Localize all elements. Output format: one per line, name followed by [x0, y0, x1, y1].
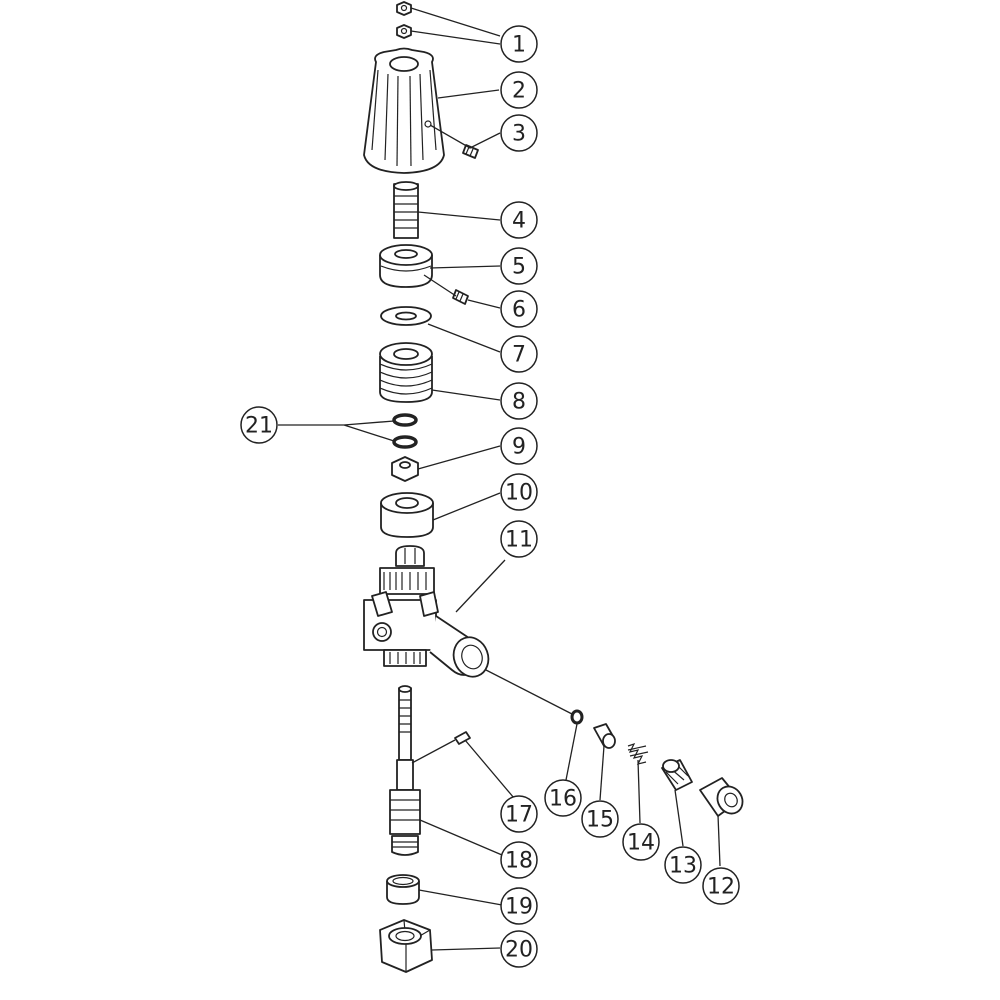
callout-20: 20 — [500, 930, 538, 968]
callout-label: 18 — [505, 849, 533, 874]
callout-11: 11 — [500, 520, 538, 558]
part-9-nut — [391, 456, 419, 482]
part-13-cage — [661, 759, 693, 791]
callout-8: 8 — [500, 382, 538, 420]
callout-4: 4 — [500, 201, 538, 239]
callout-14: 14 — [622, 823, 660, 861]
callout-label: 17 — [505, 803, 533, 828]
callout-1: 1 — [500, 25, 538, 63]
callout-label: 9 — [512, 435, 526, 460]
callout-6: 6 — [500, 290, 538, 328]
callout-12: 12 — [702, 867, 740, 905]
part-12-plug — [699, 777, 744, 817]
part-4-threaded-sleeve — [393, 181, 419, 239]
part-11-valve-body — [363, 545, 490, 678]
callout-label: 5 — [512, 255, 526, 280]
callout-label: 13 — [669, 854, 697, 879]
callout-label: 12 — [707, 875, 735, 900]
part-8-spring — [379, 342, 433, 403]
callout-label: 16 — [549, 787, 577, 812]
callout-label: 6 — [512, 298, 526, 323]
part-10-bushing — [380, 492, 434, 538]
callout-label: 15 — [586, 808, 614, 833]
part-6-screw — [452, 289, 469, 305]
part-3-set-screw — [462, 144, 479, 159]
callout-label: 10 — [505, 481, 533, 506]
callout-21: 21 — [240, 406, 278, 444]
callout-19: 19 — [500, 887, 538, 925]
callout-7: 7 — [500, 335, 538, 373]
callout-label: 19 — [505, 895, 533, 920]
callout-5: 5 — [500, 247, 538, 285]
part-5-collar — [379, 244, 433, 288]
callout-label: 3 — [512, 122, 526, 147]
callout-label: 14 — [627, 831, 655, 856]
callout-label: 1 — [512, 33, 526, 58]
part-16-small-o-ring — [570, 709, 584, 725]
part-15-valve-seat — [593, 723, 616, 749]
callout-label: 21 — [245, 414, 273, 439]
callout-2: 2 — [500, 71, 538, 109]
callout-15: 15 — [581, 800, 619, 838]
callout-13: 13 — [664, 846, 702, 884]
callout-label: 2 — [512, 79, 526, 104]
callout-10: 10 — [500, 473, 538, 511]
callout-label: 7 — [512, 343, 526, 368]
callout-16: 16 — [544, 779, 582, 817]
leader-lines — [278, 7, 721, 951]
part-21-o-rings — [392, 413, 418, 449]
part-7-washer — [380, 306, 432, 326]
callout-3: 3 — [500, 114, 538, 152]
part-1-nuts — [396, 1, 412, 39]
callout-label: 20 — [505, 938, 533, 963]
callout-label: 4 — [512, 209, 526, 234]
part-20-hex-nut — [379, 919, 433, 973]
part-2-knob — [363, 47, 445, 174]
callout-label: 8 — [512, 390, 526, 415]
part-19-ring — [386, 874, 420, 905]
callout-9: 9 — [500, 427, 538, 465]
part-17-pin — [454, 731, 471, 745]
callout-17: 17 — [500, 795, 538, 833]
part-18-stem — [389, 685, 421, 856]
callout-18: 18 — [500, 841, 538, 879]
callout-label: 11 — [505, 528, 533, 553]
